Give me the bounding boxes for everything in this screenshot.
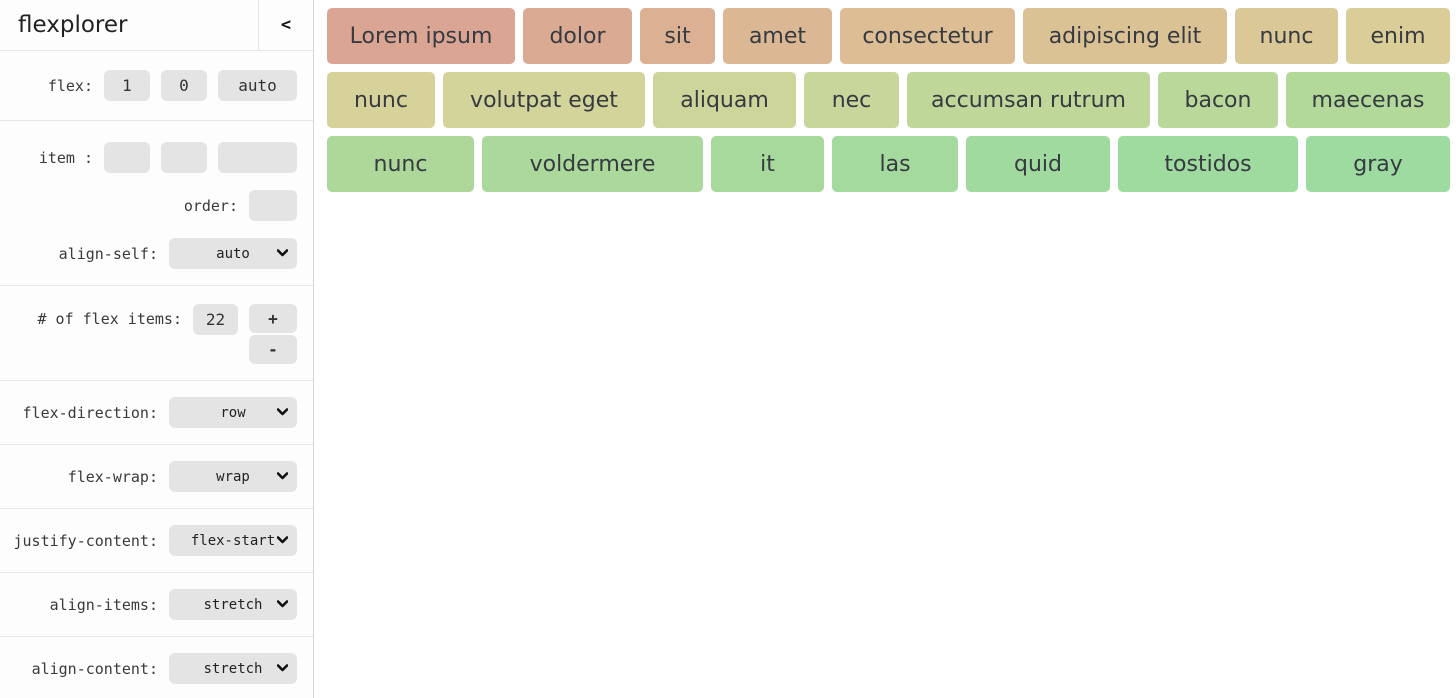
flex-row: flex:: [0, 70, 313, 101]
flex-basis-input[interactable]: [218, 70, 297, 101]
item-grow-input[interactable]: [104, 142, 150, 173]
flex-label: flex:: [47, 76, 93, 95]
flex-wrap-label: flex-wrap:: [67, 467, 158, 486]
section-flex-wrap: flex-wrap: wrap: [0, 445, 313, 509]
align-content-select[interactable]: stretch: [169, 653, 297, 684]
sidebar-collapse-button[interactable]: <: [258, 0, 313, 50]
item-count-input[interactable]: [193, 304, 238, 335]
section-align-items: align-items: stretch: [0, 573, 313, 637]
section-justify-content: justify-content: flex-start: [0, 509, 313, 573]
flex-item[interactable]: Lorem ipsum: [327, 8, 515, 64]
flex-item[interactable]: voldermere: [482, 136, 703, 192]
align-items-select[interactable]: stretch: [169, 589, 297, 620]
flex-item[interactable]: consectetur: [840, 8, 1015, 64]
chevron-down-icon: [277, 249, 288, 257]
flex-wrap-row: flex-wrap: wrap: [0, 461, 313, 492]
chevron-down-icon: [277, 472, 288, 480]
flex-direction-label: flex-direction:: [22, 403, 158, 422]
chevron-down-icon: [277, 408, 288, 416]
flex-item[interactable]: las: [832, 136, 958, 192]
flex-wrap-select[interactable]: wrap: [169, 461, 297, 492]
flex-item[interactable]: amet: [723, 8, 832, 64]
section-flex-direction: flex-direction: row: [0, 381, 313, 445]
flex-item[interactable]: aliquam: [653, 72, 796, 128]
align-self-row: align-self: auto: [0, 238, 313, 269]
flex-item[interactable]: nunc: [327, 136, 474, 192]
order-row: order:: [0, 190, 313, 221]
flex-item[interactable]: nunc: [327, 72, 435, 128]
flex-shrink-input[interactable]: [161, 70, 207, 101]
chevron-left-icon: <: [280, 15, 292, 35]
count-label: # of flex items:: [37, 310, 183, 328]
section-count: # of flex items: + -: [0, 286, 313, 381]
align-self-label: align-self:: [58, 244, 158, 263]
flex-direction-value: row: [220, 404, 246, 421]
chevron-down-icon: [277, 664, 288, 672]
item-row: item :: [0, 142, 313, 173]
item-shrink-input[interactable]: [161, 142, 207, 173]
chevron-down-icon: [277, 600, 288, 608]
flex-item[interactable]: dolor: [523, 8, 632, 64]
justify-content-select[interactable]: flex-start: [169, 525, 297, 556]
align-self-select[interactable]: auto: [169, 238, 297, 269]
order-input[interactable]: [249, 190, 297, 221]
flex-grow-input[interactable]: [104, 70, 150, 101]
flex-item[interactable]: volutpat eget: [443, 72, 645, 128]
flex-item[interactable]: quid: [966, 136, 1110, 192]
flex-item[interactable]: gray: [1306, 136, 1450, 192]
section-flex: flex:: [0, 51, 313, 121]
flex-item[interactable]: bacon: [1158, 72, 1278, 128]
flex-item[interactable]: enim: [1346, 8, 1450, 64]
flex-item[interactable]: it: [711, 136, 824, 192]
align-content-row: align-content: stretch: [0, 653, 313, 684]
flex-item[interactable]: accumsan rutrum: [907, 72, 1150, 128]
flex-direction-row: flex-direction: row: [0, 397, 313, 428]
align-items-value: stretch: [203, 596, 263, 613]
section-item: item : order: align-self: auto: [0, 121, 313, 286]
flex-direction-select[interactable]: row: [169, 397, 297, 428]
sidebar: flexplorer < flex: item : order: align-s…: [0, 0, 314, 698]
flex-item[interactable]: sit: [640, 8, 715, 64]
flex-item[interactable]: nunc: [1235, 8, 1338, 64]
increment-button[interactable]: +: [249, 304, 297, 333]
flex-wrap-value: wrap: [216, 468, 250, 485]
item-label: item :: [38, 148, 93, 167]
flex-item[interactable]: nec: [804, 72, 899, 128]
align-self-value: auto: [216, 245, 250, 262]
justify-content-label: justify-content:: [13, 531, 159, 550]
flex-item[interactable]: adipiscing elit: [1023, 8, 1227, 64]
flex-item[interactable]: maecenas: [1286, 72, 1450, 128]
count-stepper: + -: [249, 304, 297, 364]
flex-item[interactable]: tostidos: [1118, 136, 1298, 192]
align-content-label: align-content:: [31, 659, 158, 678]
align-items-row: align-items: stretch: [0, 589, 313, 620]
align-content-value: stretch: [203, 660, 263, 677]
chevron-down-icon: [277, 536, 288, 544]
section-align-content: align-content: stretch: [0, 637, 313, 698]
count-row: # of flex items: + -: [0, 304, 313, 364]
align-items-label: align-items:: [49, 595, 158, 614]
app-title: flexplorer: [18, 12, 128, 38]
order-label: order:: [183, 196, 238, 215]
justify-content-value: flex-start: [190, 532, 276, 549]
sidebar-header: flexplorer <: [0, 0, 313, 51]
justify-content-row: justify-content: flex-start: [0, 525, 313, 556]
decrement-button[interactable]: -: [249, 335, 297, 364]
item-basis-input[interactable]: [218, 142, 297, 173]
